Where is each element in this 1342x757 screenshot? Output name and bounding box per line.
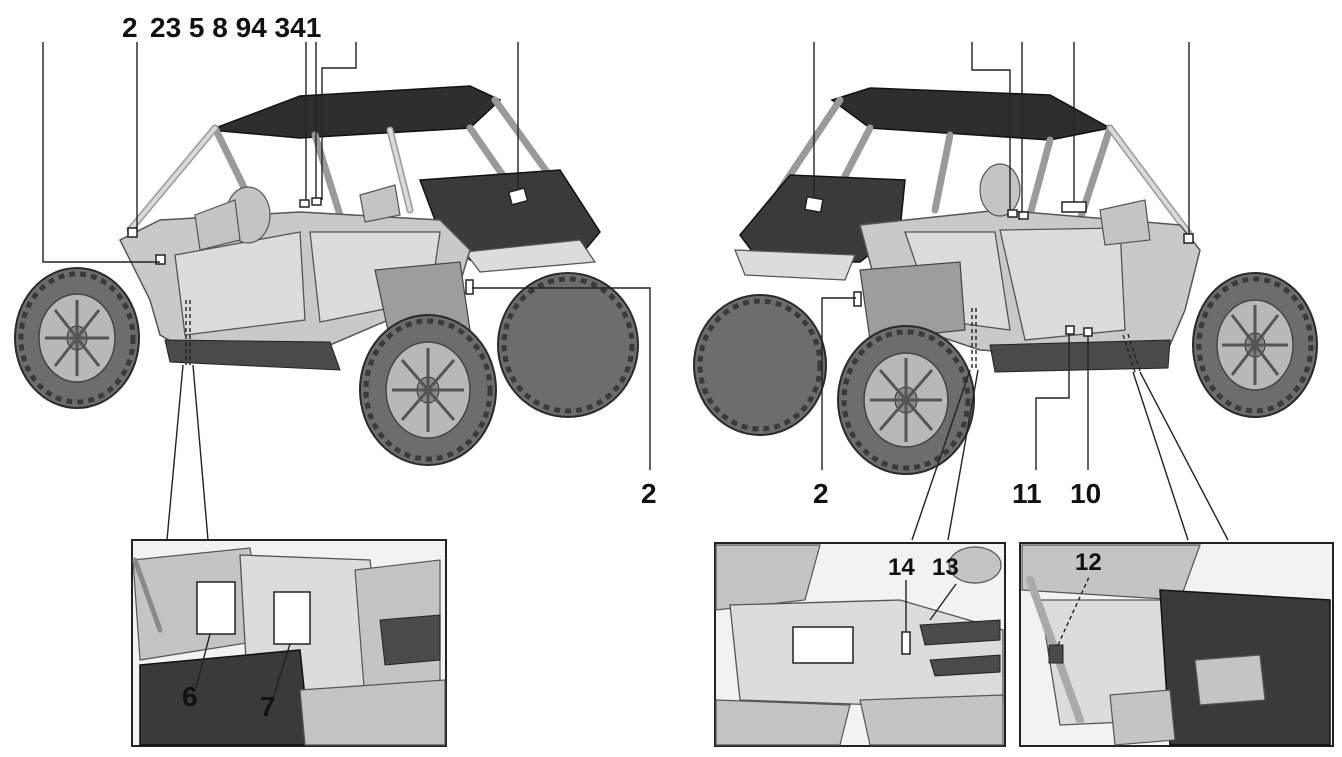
left-roll-cage — [126, 96, 564, 234]
callout-right-11: 11 — [1012, 478, 1042, 509]
inset-side-step: 12 — [1019, 542, 1334, 747]
right-label-marker-pillar — [1183, 233, 1194, 244]
left-label-marker-pillar — [127, 227, 138, 238]
inset1-label-7 — [273, 591, 311, 645]
right-label-marker-console — [1061, 201, 1087, 213]
right-label-marker-11 — [1065, 325, 1075, 335]
right-label-marker-shock — [853, 291, 862, 307]
inset2-label-14 — [901, 631, 911, 655]
left-roof — [209, 85, 502, 139]
right-label-marker-bed — [804, 195, 824, 214]
callout-right-10: 10 — [1070, 478, 1101, 509]
callout-inset2-13: 13 — [932, 554, 959, 581]
right-label-marker-dash-a — [1007, 209, 1018, 218]
callout-left-shock-2: 2 — [641, 478, 657, 509]
left-view-vehicle — [14, 85, 639, 466]
inset2-label-large — [792, 626, 854, 664]
callout-left-top-2: 2 — [122, 12, 138, 43]
inset1-label-6 — [196, 581, 236, 635]
right-label-marker-10 — [1083, 327, 1093, 337]
right-front-tire — [1192, 272, 1318, 418]
left-front-tire — [14, 267, 140, 409]
callout-left-top-group: 23 5 8 94 341 — [150, 12, 321, 43]
callout-inset1-7: 7 — [260, 691, 276, 722]
inset-center-console: 14 13 — [714, 542, 1006, 747]
left-label-marker-dash-a — [299, 199, 310, 208]
left-label-marker-front — [155, 254, 166, 265]
callout-right-shock-2: 2 — [813, 478, 829, 509]
callout-inset2-14: 14 — [888, 554, 915, 581]
left-label-marker-shock — [465, 279, 474, 295]
right-rear-far-tire — [693, 294, 827, 436]
left-rear-tire — [359, 314, 497, 466]
right-label-marker-dash-b — [1018, 211, 1029, 220]
inset3-label-12 — [1048, 644, 1064, 664]
right-roof — [830, 87, 1113, 141]
callout-inset3-12: 12 — [1075, 549, 1102, 576]
right-view-vehicle — [693, 87, 1318, 475]
left-rear-far-tire — [497, 272, 639, 418]
inset-left-underseat: 6 7 — [131, 539, 447, 747]
right-rear-tire — [837, 325, 975, 475]
right-leader-lines — [813, 42, 1229, 541]
left-leader-lines — [42, 42, 651, 541]
left-label-marker-rear-bed — [507, 187, 529, 206]
left-label-marker-dash-b — [311, 197, 322, 206]
callout-inset1-6: 6 — [182, 681, 198, 712]
